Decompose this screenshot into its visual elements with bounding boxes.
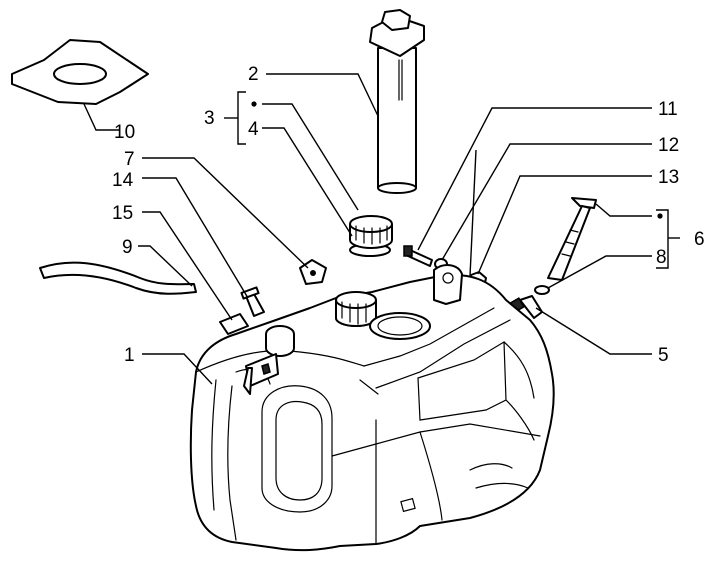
pin-part-14 <box>240 286 265 317</box>
breather-hose-part-9 <box>39 261 197 295</box>
callout-12: 12 <box>658 135 679 156</box>
callout-7: 7 <box>124 149 135 170</box>
bullet-dot-6 <box>657 213 663 219</box>
callout-15: 15 <box>112 203 133 224</box>
callout-labels: 10 2 3 4 7 14 15 9 1 11 12 13 6 8 5 <box>112 64 705 366</box>
filler-cap-part-4 <box>349 215 393 257</box>
callout-11: 11 <box>658 99 678 120</box>
callout-9: 9 <box>122 237 133 258</box>
callout-3: 3 <box>204 108 215 129</box>
foam-pad-part-10 <box>11 39 149 105</box>
callout-10: 10 <box>114 122 135 143</box>
callout-6: 6 <box>694 229 705 250</box>
bracket-part-15 <box>219 313 249 335</box>
fuel-level-sender-part-2 <box>369 9 425 194</box>
callout-4: 4 <box>248 119 259 140</box>
callout-1: 1 <box>124 345 135 366</box>
sensor-hose-part-8 <box>534 197 597 295</box>
fuel-tank-part-1 <box>189 264 555 552</box>
callout-13: 13 <box>658 167 679 188</box>
bullet-dot-3 <box>251 101 257 107</box>
callout-2: 2 <box>248 64 259 85</box>
bolt-part-11 <box>403 245 433 267</box>
callout-8: 8 <box>656 247 667 268</box>
callout-14: 14 <box>112 170 134 191</box>
callout-5: 5 <box>658 345 669 366</box>
leader-lines <box>83 73 680 385</box>
